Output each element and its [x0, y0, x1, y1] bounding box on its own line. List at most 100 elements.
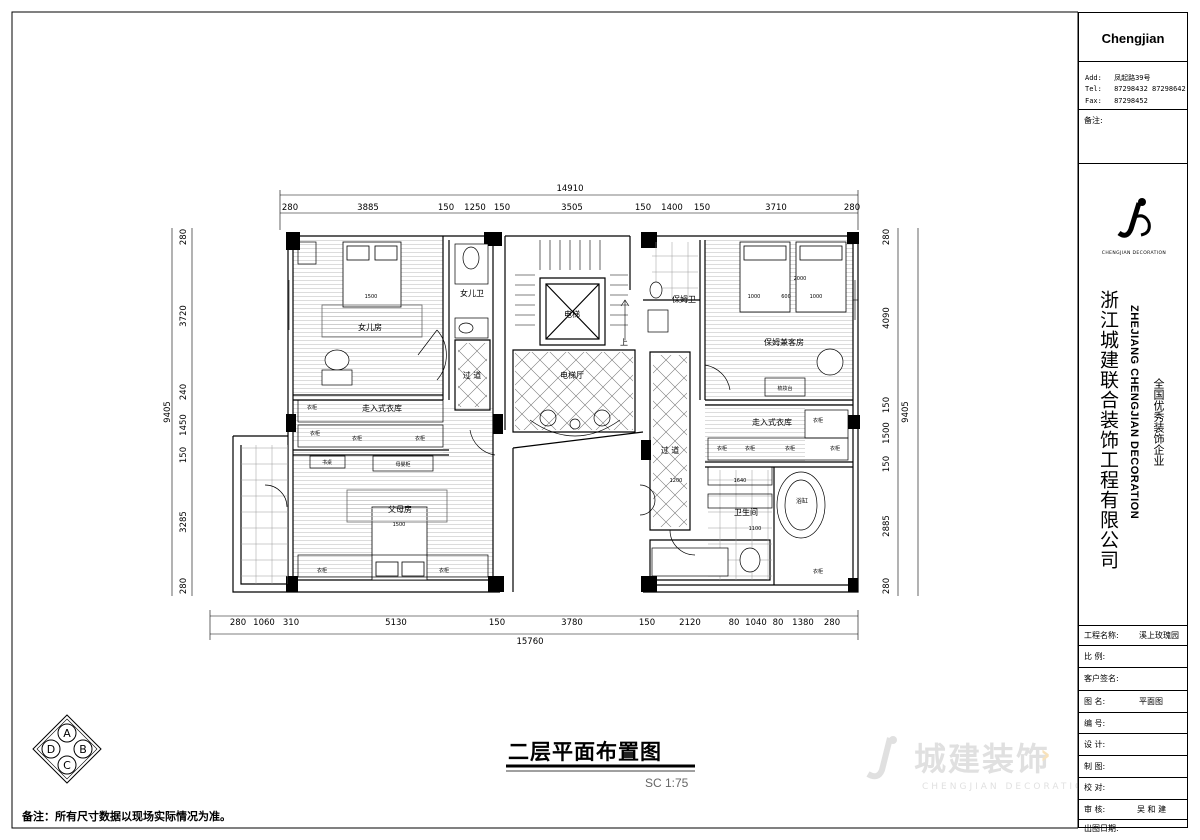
dim-note: 1640 [734, 478, 747, 484]
dim-overall-right: 9405 [901, 401, 911, 423]
room-walkin-left: 走入式衣库 [362, 403, 402, 413]
dim-bottom: 2120 [679, 618, 701, 628]
brand-name: Chengjian [1101, 31, 1165, 46]
bed-size-label: 1500 [393, 522, 406, 528]
dim-top: 150 [494, 203, 510, 213]
dim-left: 3720 [179, 305, 189, 327]
dim-right: 150 [882, 397, 892, 413]
company-name-cn: 浙江城建联合装饰工程有限公司 [1097, 290, 1119, 570]
closet-label: 衣柜 [307, 404, 317, 411]
closet-label: 衣柜 [830, 445, 840, 452]
project-value: 溪上玫瑰园 [1139, 631, 1179, 640]
windows [288, 280, 858, 330]
address-line: Add: 凤起路39号 [1085, 73, 1151, 83]
compass-marker: A B C D [32, 714, 102, 784]
compass-d: D [47, 743, 55, 756]
address-label: Add: [1085, 74, 1102, 82]
bed-size-label: 1000 [810, 294, 823, 300]
audit-value: 吴 和 建 [1137, 805, 1167, 814]
dim-left: 240 [179, 384, 189, 400]
closet-label: 衣柜 [813, 417, 823, 424]
compass-a: A [63, 727, 71, 740]
dim-top: 1400 [661, 203, 683, 213]
dim-overall-top: 14910 [556, 184, 583, 194]
ratio-label: 比 例: [1084, 652, 1106, 661]
company-slogan: 全国优秀装饰企业 [1152, 378, 1165, 466]
closet-label: 衣柜 [352, 435, 362, 442]
number-label: 编 号: [1084, 719, 1106, 728]
dim-left: 1450 [179, 414, 189, 436]
closet-label: 衣柜 [717, 445, 727, 452]
closet-label: 衣柜 [439, 567, 449, 574]
stair-up-mark: 上 [620, 338, 628, 347]
doors [264, 329, 731, 556]
dim-bottom: 310 [283, 618, 299, 628]
check-label: 校 对: [1084, 783, 1106, 792]
dim-left: 3285 [179, 511, 189, 533]
room-nanny-guest: 保姆兼客房 [764, 337, 804, 347]
dim-left: 150 [179, 447, 189, 463]
tel-line: Tel: 87298432 87298642 [1085, 85, 1186, 93]
logo-caption: CHENGJIAN DECORATION [1101, 251, 1167, 256]
room-bathtub: 浴缸 [796, 497, 808, 505]
sheet-border [11, 11, 1078, 829]
room-walkin-right: 走入式衣库 [752, 417, 792, 427]
dim-right: 4090 [882, 307, 892, 329]
dimension-labels: 14910 280 3885 150 1250 150 3505 150 140… [163, 184, 911, 647]
dim-top: 150 [694, 203, 710, 213]
hall-ornament [529, 409, 621, 437]
watermark-text: 城建装饰 [914, 740, 1051, 778]
design-label: 设 计: [1084, 740, 1106, 749]
dim-bottom: 80 [773, 618, 784, 628]
dim-right: 1500 [882, 422, 892, 444]
room-daughter-bath: 女儿卫 [460, 288, 484, 298]
dim-top: 280 [282, 203, 298, 213]
dim-bottom: 80 [729, 618, 740, 628]
room-elevator: 电梯 [564, 309, 580, 319]
dim-note: 1200 [670, 478, 683, 484]
bed-size-label: 1000 [748, 294, 761, 300]
closet-label: 衣柜 [310, 430, 320, 437]
date-label: 出图日期: [1084, 824, 1119, 833]
closet-label: 衣柜 [317, 567, 327, 574]
bed-size-label: 600 [781, 294, 791, 300]
compass-c: C [63, 759, 71, 772]
client-label: 客户签名: [1084, 674, 1119, 683]
title-block: Chengjian Add: 凤起路39号 Tel: 87298432 8729… [1078, 12, 1188, 833]
mother-cabinet-label: 母婴柜 [395, 461, 410, 468]
columns [286, 232, 860, 592]
room-elevator-hall: 电梯厅 [560, 370, 584, 380]
room-corridor-right: 过 道 [661, 445, 680, 455]
dim-top: 3710 [765, 203, 787, 213]
fax-label: Fax: [1085, 97, 1102, 105]
dim-right: 150 [882, 456, 892, 472]
room-corridor-left: 过 道 [463, 370, 482, 380]
closet-label: 衣柜 [785, 445, 795, 452]
dim-bottom: 1380 [792, 618, 814, 628]
dim-left: 280 [179, 229, 189, 245]
dim-top: 3885 [357, 203, 379, 213]
closet-label: 衣柜 [813, 568, 823, 575]
drawing-note: 备注：所有尺寸数据以现场实际情况为准。 [22, 810, 231, 823]
dim-bottom: 5130 [385, 618, 407, 628]
closet-label: 衣柜 [415, 435, 425, 442]
dim-top: 280 [844, 203, 860, 213]
dim-left: 280 [179, 578, 189, 594]
address-value: 凤起路39号 [1114, 74, 1151, 82]
dim-top: 3505 [561, 203, 583, 213]
dim-top: 150 [635, 203, 651, 213]
remark-label: 备注: [1084, 116, 1103, 125]
watermark: 城建装饰 › CHENGJIAN DECORATION [862, 730, 1162, 800]
fax-value: 87298452 [1114, 97, 1148, 105]
dim-bottom: 280 [230, 618, 246, 628]
room-daughter: 女儿房 [358, 322, 382, 332]
dim-top: 1250 [464, 203, 486, 213]
compass-b: B [79, 743, 87, 756]
desk-label: 书桌 [322, 459, 332, 466]
dim-bottom: 3780 [561, 618, 583, 628]
watermark-logo-icon [866, 736, 897, 780]
dimension-lines [171, 190, 919, 640]
dim-bottom: 150 [639, 618, 655, 628]
dim-right: 280 [882, 578, 892, 594]
